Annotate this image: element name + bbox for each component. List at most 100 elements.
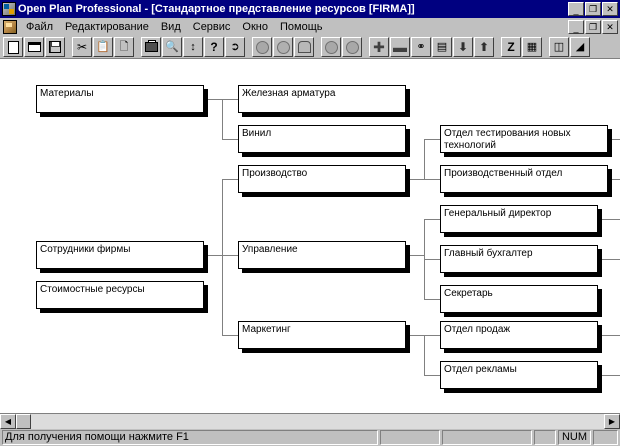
toolbar-button-resource-circle3[interactable]	[342, 37, 362, 57]
toolbar-button-grid-view[interactable]: ▦	[522, 37, 542, 57]
window-title: Open Plan Professional - [Стандартное пр…	[18, 3, 415, 15]
menu-item-help[interactable]: Помощь	[279, 20, 323, 33]
restore-button[interactable]: ❐	[585, 2, 601, 16]
connector-line	[598, 259, 620, 260]
diagram-node-otdel-reklamy[interactable]: Отдел рекламы	[440, 361, 598, 389]
status-bar: Для получения помощи нажмите F1 NUM	[0, 429, 620, 446]
layout-icon: ◫	[553, 40, 565, 53]
add-plus-icon: ✚	[373, 40, 385, 54]
toolbar-button-paste[interactable]: 🗋	[114, 37, 134, 57]
toolbar-button-sort[interactable]: ↕	[183, 37, 203, 57]
toolbar-button-print-preview[interactable]: 🔍	[162, 37, 182, 57]
menu-item-file[interactable]: Файл	[26, 20, 54, 33]
cut-scissors-icon: ✂	[76, 40, 88, 54]
connector-line	[222, 99, 238, 100]
horizontal-scrollbar[interactable]: ◀ ▶	[0, 413, 620, 429]
copy-icon: 📋	[96, 40, 110, 53]
toolbar-button-resource-globe[interactable]	[273, 37, 293, 57]
toolbar-button-zoom-z[interactable]: Z	[501, 37, 521, 57]
connector-line	[406, 255, 424, 256]
connector-line	[424, 299, 440, 300]
minimize-button[interactable]: _	[568, 2, 584, 16]
move-up-icon: ⬆	[478, 40, 490, 54]
connector-line	[608, 139, 620, 140]
unlink-icon: ▤	[436, 40, 448, 53]
menu-item-window[interactable]: Окно	[242, 20, 268, 33]
resource-shape-icon	[297, 40, 311, 54]
toolbar-button-unlink[interactable]: ▤	[432, 37, 452, 57]
diagram-node-vinil[interactable]: Винил	[238, 125, 406, 153]
mdi-restore-button[interactable]: ❐	[585, 20, 601, 34]
diagram-node-gen-director[interactable]: Генеральный директор	[440, 205, 598, 233]
toolbar-button-resource-shape[interactable]	[294, 37, 314, 57]
diagram-node-label: Железная арматура	[242, 88, 336, 99]
connector-line	[222, 335, 238, 336]
paste-icon: 🗋	[119, 40, 129, 53]
status-num-indicator: NUM	[558, 430, 591, 445]
diagram-node-materialy[interactable]: Материалы	[36, 85, 204, 113]
document-icon[interactable]	[3, 20, 17, 34]
toolbar-button-print[interactable]	[141, 37, 161, 57]
toolbar-button-resource-circle[interactable]	[252, 37, 272, 57]
toolbar-button-add-plus[interactable]: ✚	[369, 37, 389, 57]
toolbar-button-save-disk[interactable]	[45, 37, 65, 57]
connector-line	[424, 139, 425, 179]
toolbar-button-remove-minus[interactable]: ▬	[390, 37, 410, 57]
diagram-node-sekretar[interactable]: Секретарь	[440, 285, 598, 313]
toolbar-button-move-up[interactable]: ⬆	[474, 37, 494, 57]
open-folder-icon	[27, 40, 41, 54]
diagram-node-gl-buhgalter[interactable]: Главный бухгалтер	[440, 245, 598, 273]
diagram-node-sotrudniki[interactable]: Сотрудники фирмы	[36, 241, 204, 269]
status-message: Для получения помощи нажмите F1	[2, 430, 378, 445]
mdi-close-button[interactable]: ✕	[602, 20, 618, 34]
menu-item-tools[interactable]: Сервис	[192, 20, 231, 33]
diagram-node-proizvodstvo[interactable]: Производство	[238, 165, 406, 193]
diagram-node-label: Управление	[242, 244, 298, 255]
toolbar-button-help-question[interactable]: ?	[204, 37, 224, 57]
menu-item-edit[interactable]: Редактирование	[65, 20, 149, 33]
connector-line	[424, 335, 440, 336]
print-icon	[144, 40, 158, 54]
scroll-right-arrow-icon[interactable]: ▶	[604, 414, 620, 429]
toolbar-button-resource-circle2[interactable]	[321, 37, 341, 57]
diagram-node-otdel-test[interactable]: Отдел тестирования новых технологий	[440, 125, 608, 153]
scrollbar-thumb[interactable]	[16, 414, 31, 429]
toolbar-button-copy[interactable]: 📋	[93, 37, 113, 57]
mdi-minimize-icon: _	[573, 23, 579, 33]
resource-circle-icon	[255, 40, 269, 54]
toolbar-button-cut-scissors[interactable]: ✂	[72, 37, 92, 57]
status-panel-end	[593, 430, 618, 445]
toolbar-button-help-pointer[interactable]: ➲	[225, 37, 245, 57]
mdi-minimize-button[interactable]: _	[568, 20, 584, 34]
toolbar-button-new-file[interactable]	[3, 37, 23, 57]
move-down-icon: ⬇	[457, 40, 469, 54]
toolbar-button-layout[interactable]: ◫	[549, 37, 569, 57]
menu-bar: Файл Редактирование Вид Сервис Окно Помо…	[0, 18, 620, 37]
help-pointer-icon: ➲	[230, 40, 240, 53]
grid-view-icon: ▦	[526, 40, 538, 53]
toolbar-button-link[interactable]: ⚭	[411, 37, 431, 57]
close-button[interactable]: ✕	[602, 2, 618, 16]
help-question-icon: ?	[210, 40, 218, 54]
toolbar-button-fit-window[interactable]: ◢	[570, 37, 590, 57]
diagram-node-otdel-prodazh[interactable]: Отдел продаж	[440, 321, 598, 349]
zoom-z-icon: Z	[507, 40, 515, 54]
scroll-left-arrow-icon[interactable]: ◀	[0, 414, 16, 429]
menu-item-view[interactable]: Вид	[160, 20, 181, 33]
connector-line	[406, 179, 424, 180]
toolbar-button-open-folder[interactable]	[24, 37, 44, 57]
toolbar-button-move-down[interactable]: ⬇	[453, 37, 473, 57]
diagram-node-label: Отдел тестирования новых технологий	[444, 128, 574, 151]
connector-line	[608, 179, 620, 180]
diagram-node-proizv-otdel[interactable]: Производственный отдел	[440, 165, 608, 193]
status-panel-b	[442, 430, 532, 445]
status-panel-a	[380, 430, 440, 445]
diagram-node-zhel-armatura[interactable]: Железная арматура	[238, 85, 406, 113]
save-disk-icon	[48, 40, 62, 54]
diagram-node-marketing[interactable]: Маркетинг	[238, 321, 406, 349]
diagram-node-stoim-resursy[interactable]: Стоимостные ресурсы	[36, 281, 204, 309]
scrollbar-track[interactable]	[16, 414, 604, 429]
diagram-node-upravlenie[interactable]: Управление	[238, 241, 406, 269]
